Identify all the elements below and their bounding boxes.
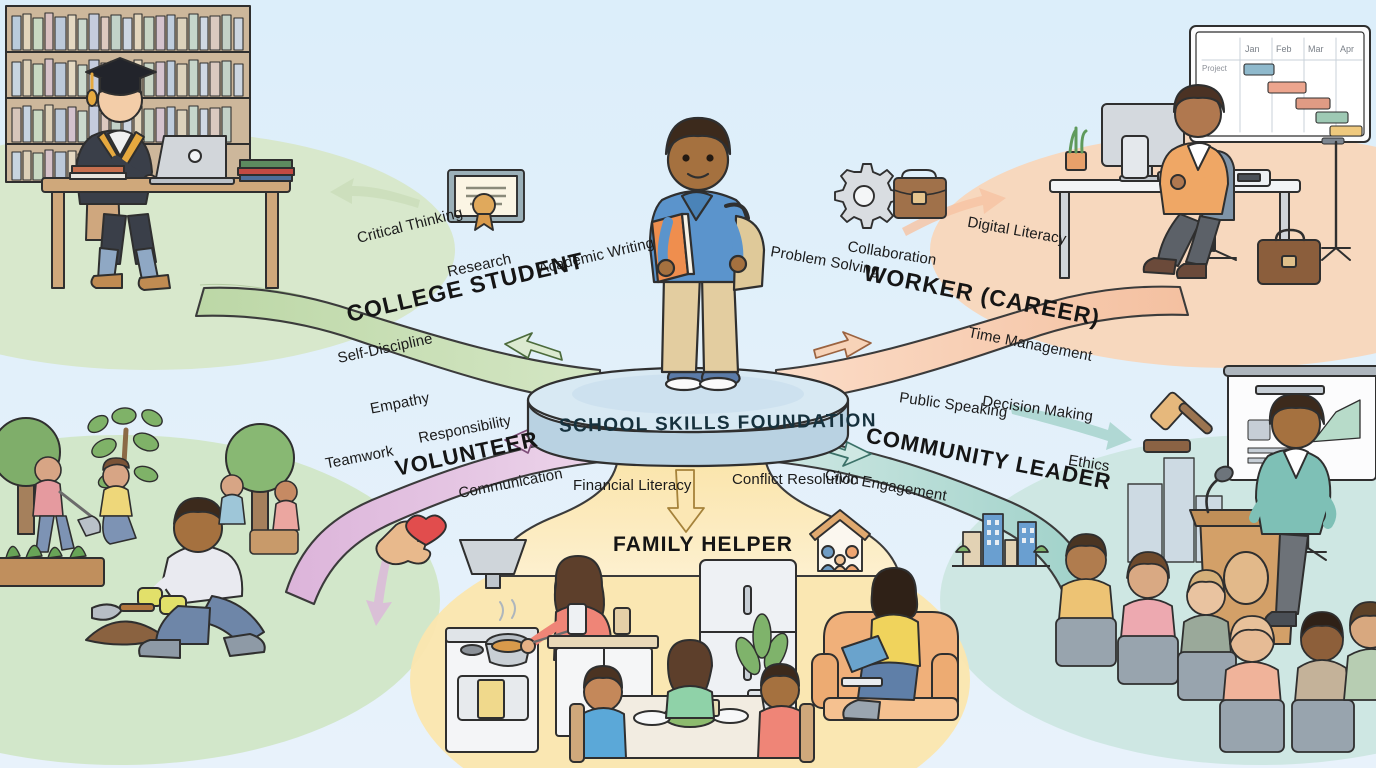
gavel-icon	[1143, 391, 1213, 453]
handshake-heart-icon	[375, 514, 447, 566]
gear-icon	[834, 163, 900, 229]
arrow-to-worker	[813, 331, 872, 359]
path-ribbon-worker-career	[774, 188, 1190, 406]
house-family-icon	[809, 509, 871, 572]
path-ribbon-family-helper	[490, 442, 902, 578]
arrow-to-family	[667, 469, 705, 533]
path-ribbon-college-student	[194, 178, 602, 406]
arrow-worker-accent	[902, 188, 1006, 236]
arrow-volunteer-accent	[366, 560, 392, 626]
diploma-icon	[447, 169, 525, 231]
arrow-community-accent	[1010, 404, 1132, 450]
briefcase-icon	[893, 169, 947, 219]
arrow-to-college	[504, 332, 563, 361]
city-buildings-icon	[952, 513, 1050, 567]
arrow-college-accent	[330, 178, 420, 208]
